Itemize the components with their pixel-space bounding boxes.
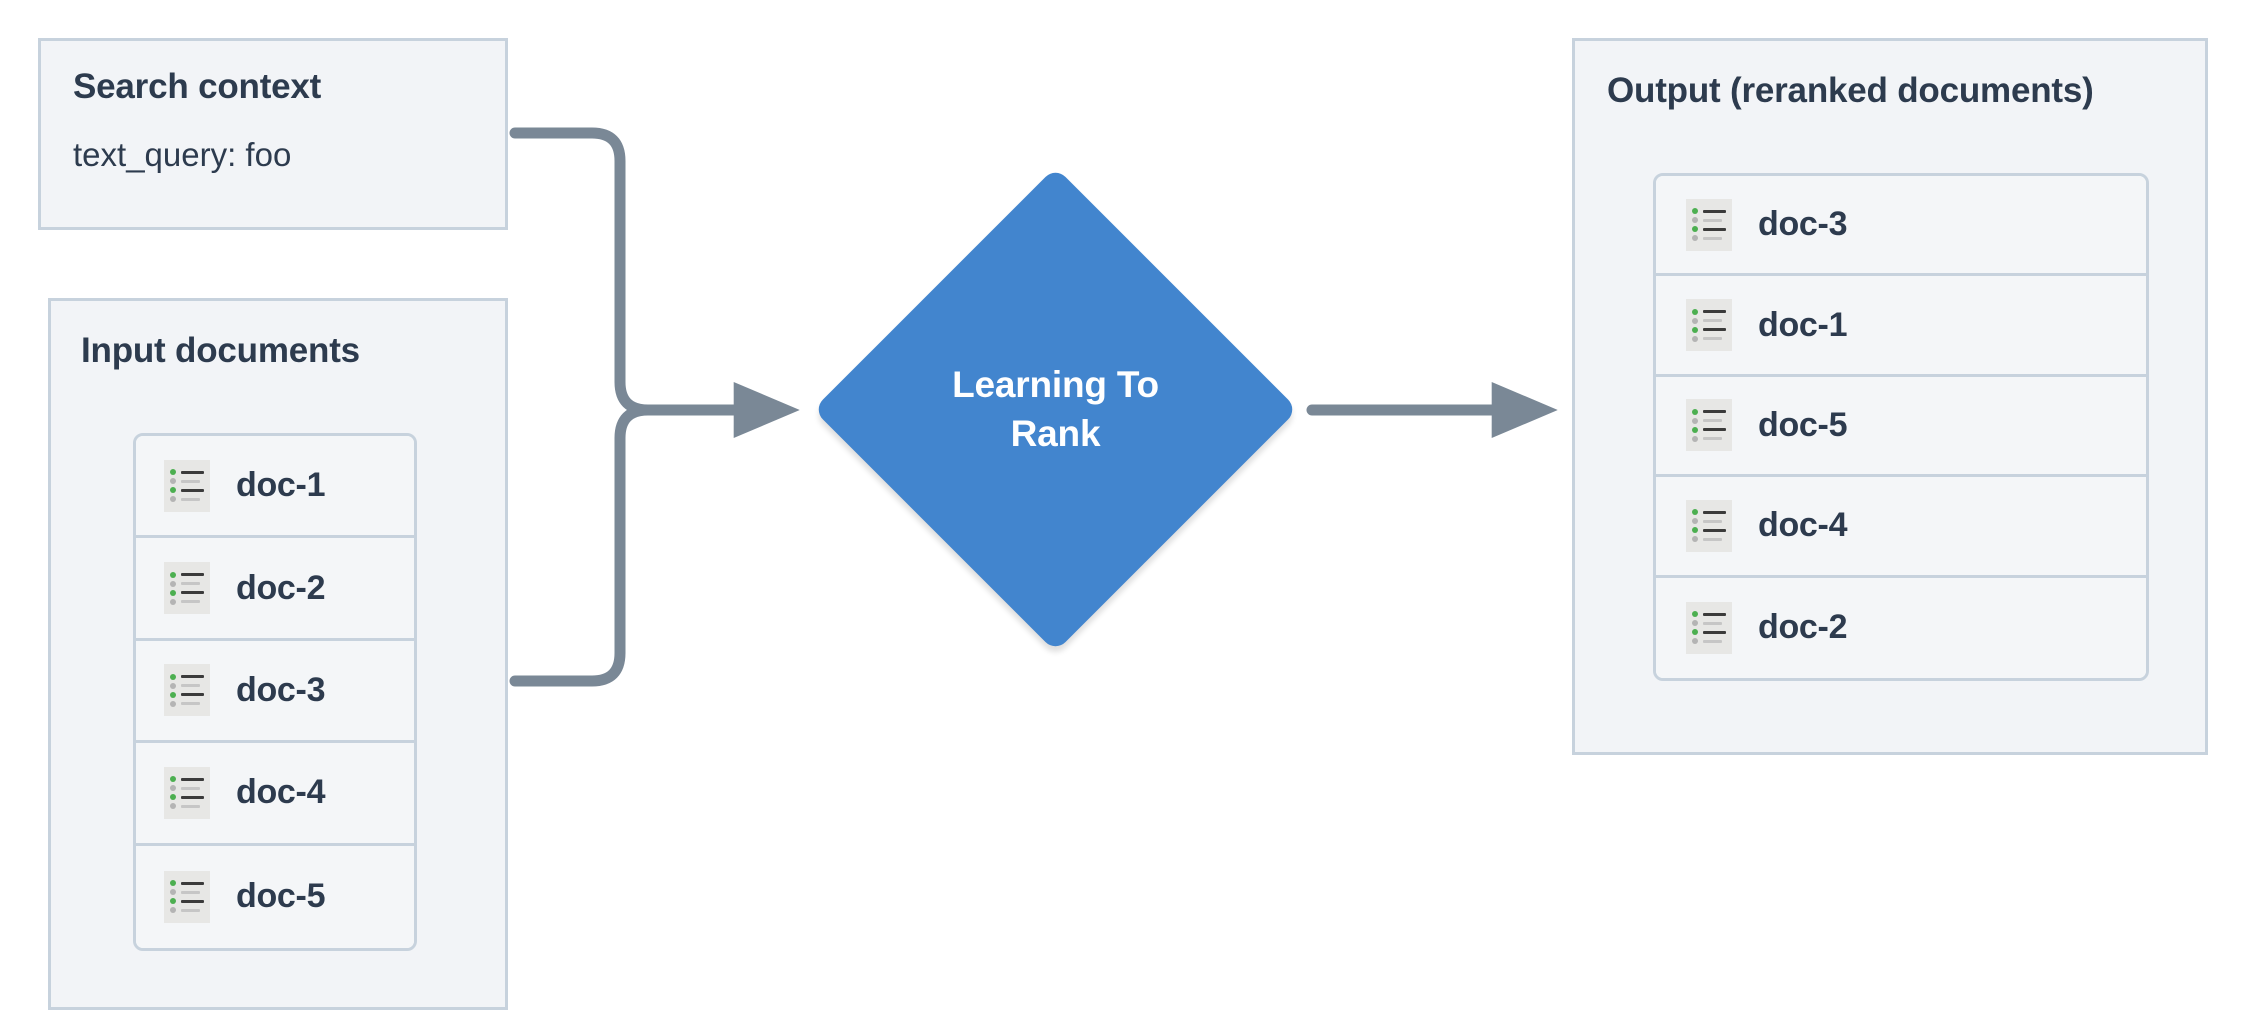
- document-label: doc-5: [236, 877, 326, 916]
- document-list-icon: [164, 664, 210, 717]
- document-label: doc-3: [236, 670, 326, 709]
- document-list-icon: [1686, 299, 1732, 352]
- input-documents-title: Input documents: [81, 331, 360, 370]
- connector-search-context-to-model: [509, 127, 776, 416]
- learning-to-rank-node[interactable]: Learning To Rank: [812, 166, 1299, 653]
- document-list-item[interactable]: doc-5: [136, 845, 414, 948]
- output-documents-title: Output (reranked documents): [1607, 71, 2094, 110]
- document-label: doc-1: [1758, 305, 1848, 344]
- input-documents-list: doc-1 doc-2 doc-3 doc-4 doc-5: [133, 433, 417, 951]
- learning-to-rank-label: Learning To Rank: [813, 167, 1298, 652]
- document-list-item[interactable]: doc-3: [136, 640, 414, 744]
- document-list-item[interactable]: doc-4: [136, 743, 414, 846]
- connector-input-documents-to-model: [509, 381, 800, 687]
- document-list-item[interactable]: doc-1: [1656, 276, 2146, 377]
- document-label: doc-1: [236, 466, 326, 505]
- search-context-panel: Search context text_query: foo: [38, 38, 508, 230]
- learning-to-rank-label-line1: Learning To: [952, 363, 1159, 405]
- document-list-icon: [164, 459, 210, 512]
- search-context-query-text: text_query: foo: [73, 136, 292, 173]
- document-list-icon: [164, 870, 210, 923]
- document-label: doc-5: [1758, 405, 1848, 444]
- document-label: doc-2: [236, 568, 326, 607]
- document-list-item[interactable]: doc-2: [136, 538, 414, 641]
- document-list-item[interactable]: doc-5: [1656, 376, 2146, 478]
- output-documents-list: doc-3 doc-1 doc-5 doc-4 doc-2: [1653, 173, 2149, 681]
- document-list-icon: [1686, 198, 1732, 251]
- document-list-item[interactable]: doc-1: [136, 436, 414, 539]
- document-list-item[interactable]: doc-4: [1656, 477, 2146, 578]
- document-list-item[interactable]: doc-3: [1656, 176, 2146, 277]
- document-list-icon: [1686, 499, 1732, 552]
- document-list-icon: [164, 766, 210, 819]
- document-list-icon: [1686, 601, 1732, 654]
- document-label: doc-2: [1758, 608, 1848, 647]
- search-context-title: Search context: [73, 67, 322, 106]
- document-label: doc-4: [1758, 506, 1848, 545]
- document-list-icon: [164, 562, 210, 615]
- document-list-item[interactable]: doc-2: [1656, 577, 2146, 678]
- document-label: doc-3: [1758, 205, 1848, 244]
- document-list-icon: [1686, 399, 1732, 452]
- learning-to-rank-label-line2: Rank: [1010, 412, 1101, 454]
- document-label: doc-4: [236, 773, 326, 812]
